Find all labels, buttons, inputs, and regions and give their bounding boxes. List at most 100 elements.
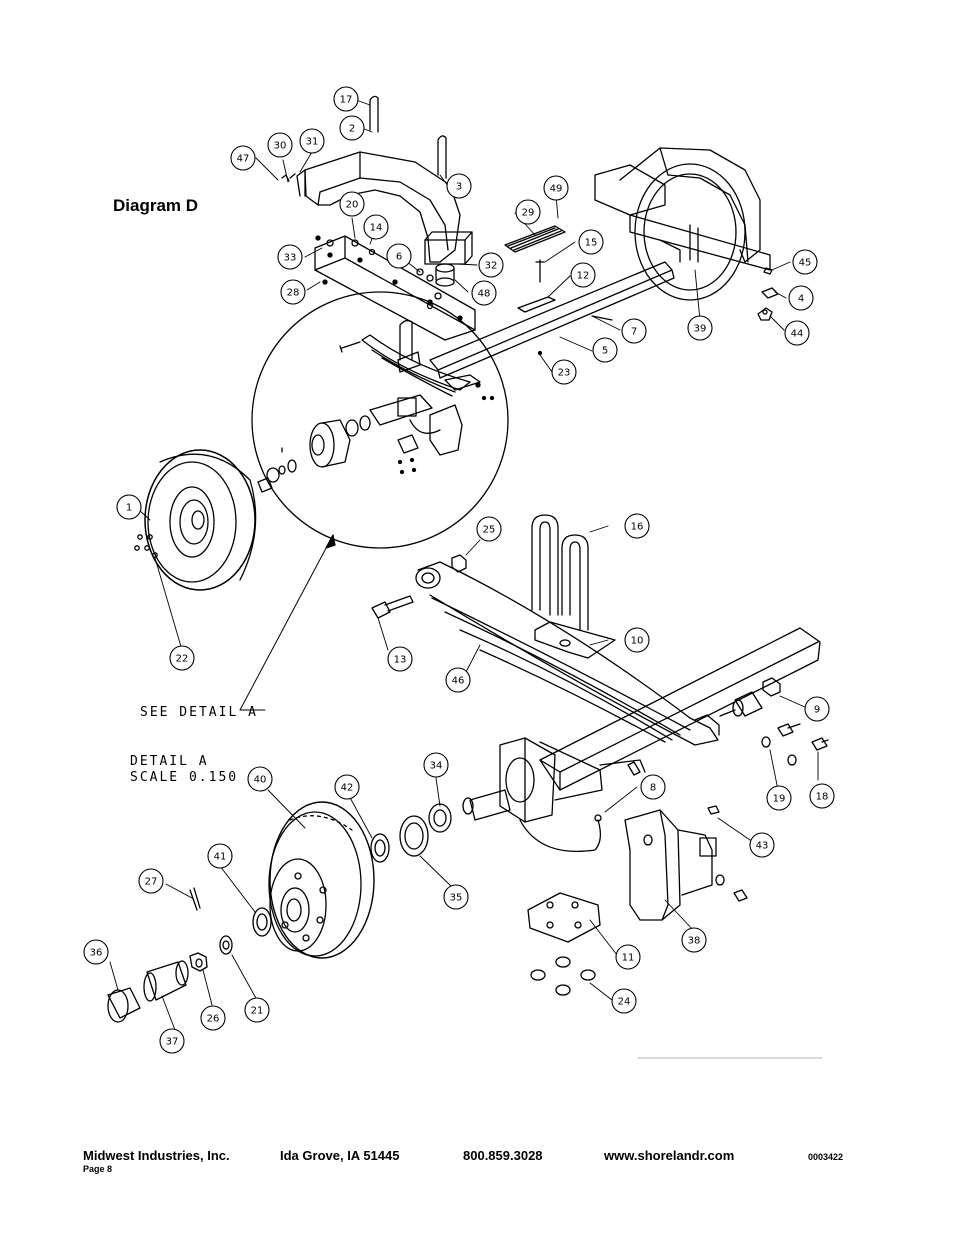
part-number-label: 42	[341, 783, 354, 794]
part-number-label: 22	[176, 654, 189, 665]
part-bubble-36: 36	[83, 939, 109, 965]
right-fender-drawing	[594, 147, 771, 301]
part-bubble-23: 23	[551, 359, 577, 385]
part-bubble-5: 5	[592, 337, 618, 363]
part-bubble-7: 7	[621, 318, 647, 344]
part-number-label: 3	[456, 182, 462, 193]
part-bubble-22: 22	[169, 645, 195, 671]
part-bubble-43: 43	[749, 832, 775, 858]
detail-scale: SCALE 0.150	[130, 770, 238, 785]
part-bubble-12: 12	[570, 262, 596, 288]
small-hub-assembly	[257, 394, 463, 493]
part-bubble-30: 30	[267, 132, 293, 158]
part-bubble-29: 29	[515, 199, 541, 225]
part-bubble-13: 13	[387, 646, 413, 672]
brake-rotor	[268, 801, 375, 959]
part-bubble-46: 46	[445, 667, 471, 693]
part-number-label: 37	[166, 1037, 179, 1048]
part-number-label: 13	[394, 655, 407, 666]
part-number-label: 24	[618, 997, 631, 1008]
footer-website-link[interactable]: www.shorelandr.com	[604, 1148, 735, 1163]
part-number-label: 35	[450, 893, 463, 904]
bearings	[370, 803, 452, 863]
part-bubble-31: 31	[299, 128, 325, 154]
diagram-title: Diagram D	[113, 196, 199, 215]
part-bubble-34: 34	[423, 752, 449, 778]
part-bubble-25: 25	[476, 516, 502, 542]
bolts-washers	[761, 723, 829, 766]
part-bubble-48: 48	[471, 280, 497, 306]
line-art	[107, 95, 829, 1059]
part-number-label: 40	[254, 775, 267, 786]
part-number-label: 38	[688, 936, 701, 947]
part-bubble-33: 33	[277, 244, 303, 270]
small-hub-parts	[107, 887, 272, 1023]
part-bubble-9: 9	[804, 696, 830, 722]
detail-arrow	[239, 534, 336, 711]
axle-beam	[539, 627, 821, 791]
part-bubble-1: 1	[116, 494, 142, 520]
part-number-label: 34	[430, 761, 443, 772]
part-bubble-3: 3	[446, 173, 472, 199]
part-bubble-35: 35	[443, 884, 469, 910]
part-number-label: 15	[585, 238, 598, 249]
footer-phone: 800.859.3028	[463, 1148, 543, 1163]
tire-wheel	[134, 449, 257, 591]
part-number-label: 20	[346, 200, 359, 211]
part-bubble-6: 6	[386, 243, 412, 269]
part-bubble-41: 41	[207, 843, 233, 869]
part-number-label: 9	[814, 705, 820, 716]
part-number-label: 4	[798, 294, 804, 305]
footer-page-number: Page 8	[83, 1164, 113, 1174]
part-bubble-20: 20	[339, 191, 365, 217]
part-bubble-42: 42	[334, 774, 360, 800]
cross-tube	[429, 261, 675, 379]
part-number-label: 41	[214, 852, 227, 863]
left-fender-drawing	[281, 95, 473, 287]
part-number-label: 18	[816, 792, 829, 803]
part-number-label: 29	[522, 208, 535, 219]
part-bubble-15: 15	[578, 229, 604, 255]
part-bubble-19: 19	[766, 785, 792, 811]
part-bubble-47: 47	[230, 145, 256, 171]
part-number-label: 30	[274, 141, 287, 152]
part-number-label: 8	[650, 783, 656, 794]
part-bubble-44: 44	[784, 320, 810, 346]
part-number-label: 45	[799, 258, 812, 269]
part-bubble-37: 37	[159, 1028, 185, 1054]
part-bubble-11: 11	[615, 944, 641, 970]
part-bubble-2: 2	[339, 115, 365, 141]
part-number-label: 33	[284, 253, 297, 264]
part-number-label: 17	[340, 95, 353, 106]
part-bubble-39: 39	[687, 315, 713, 341]
part-number-label: 47	[237, 154, 250, 165]
u-bolts	[531, 514, 589, 631]
bushings	[719, 677, 781, 717]
part-number-label: 10	[631, 636, 644, 647]
part-number-label: 5	[602, 346, 608, 357]
part-number-label: 2	[349, 124, 355, 135]
part-number-label: 23	[558, 368, 571, 379]
part-number-label: 26	[207, 1014, 220, 1025]
part-number-label: 12	[577, 271, 590, 282]
part-number-label: 1	[126, 503, 132, 514]
leaf-spring	[415, 561, 720, 746]
part-number-label: 19	[773, 794, 786, 805]
part-bubble-40: 40	[247, 766, 273, 792]
leaf-spring-small	[339, 319, 495, 401]
part-number-label: 11	[622, 953, 635, 964]
spring-plate	[534, 621, 616, 659]
part-number-label: 36	[90, 948, 103, 959]
part-bubble-21: 21	[244, 997, 270, 1023]
nut-and-bolt	[371, 554, 467, 619]
caliper	[624, 805, 748, 921]
part-bubble-27: 27	[138, 868, 164, 894]
spindle-arm	[462, 737, 646, 853]
part-bubble-38: 38	[681, 927, 707, 953]
part-number-label: 46	[452, 676, 465, 687]
part-bubble-24: 24	[611, 988, 637, 1014]
right-small-parts	[757, 267, 779, 321]
part-number-label: 16	[631, 522, 644, 533]
